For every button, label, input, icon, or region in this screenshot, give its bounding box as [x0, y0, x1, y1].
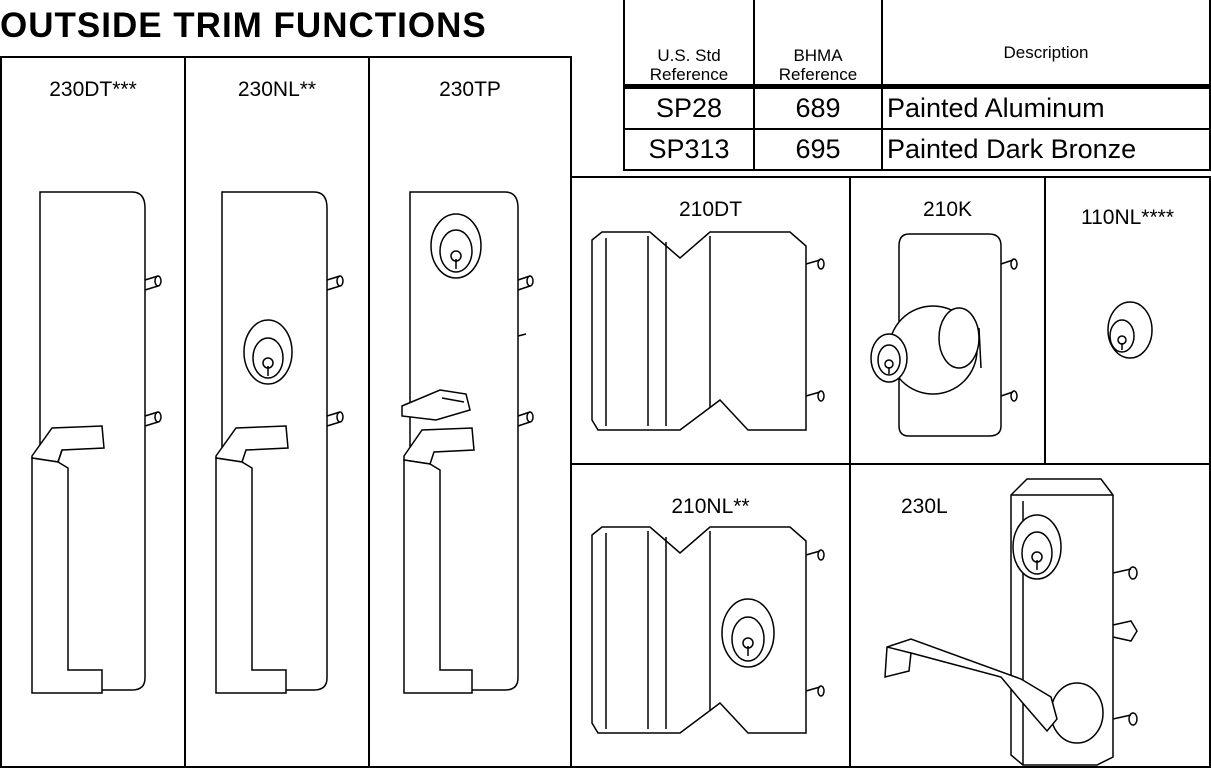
panel-label: 230NL**	[237, 78, 317, 101]
panel-230nl: 230NL**	[184, 56, 370, 768]
panel-110nl: 110NL****	[1044, 176, 1211, 465]
panel-label: 210DT	[678, 198, 743, 221]
description-cell: Painted Aluminum	[881, 85, 1211, 130]
table-row: SP28 689 Painted Aluminum	[623, 85, 1211, 130]
panel-210dt: 210DT	[570, 176, 851, 465]
panel-230dt: 230DT***	[0, 56, 186, 768]
description-header: Description	[881, 0, 1211, 89]
panel-label: 230L	[901, 495, 948, 518]
finish-reference-table: U.S. Std Reference BHMA Reference Descri…	[623, 0, 1211, 171]
cylinder-only-trim-drawing	[1107, 301, 1153, 359]
table-row: SP313 695 Painted Dark Bronze	[623, 128, 1211, 171]
bhma-cell: 695	[753, 128, 883, 171]
panel-210k: 210K	[849, 176, 1046, 465]
thumbpiece-trim-drawing	[401, 191, 534, 694]
us-std-header: U.S. Std Reference	[623, 0, 755, 89]
panel-230l: 230L	[849, 463, 1211, 768]
pull-handle-trim-with-cylinder-drawing	[215, 191, 344, 694]
panel-210nl: 210NL**	[570, 463, 851, 768]
panel-230tp: 230TP	[368, 56, 572, 768]
table-header-row: U.S. Std Reference BHMA Reference Descri…	[623, 0, 1211, 89]
knob-trim-drawing	[870, 233, 1018, 437]
panel-label: 230DT***	[49, 78, 137, 101]
us-std-cell: SP313	[623, 128, 755, 171]
panel-label: 210NL**	[671, 495, 750, 518]
us-std-cell: SP28	[623, 85, 755, 130]
lever-plate-trim-with-cylinder-drawing	[591, 526, 825, 734]
panel-label: 230TP	[439, 78, 501, 101]
bhma-header: BHMA Reference	[753, 0, 883, 89]
description-cell: Painted Dark Bronze	[881, 128, 1211, 171]
panel-label: 110NL****	[1080, 206, 1174, 229]
panel-label: 210K	[922, 198, 973, 221]
bhma-cell: 689	[753, 85, 883, 130]
pull-handle-trim-drawing	[31, 191, 162, 694]
lever-handle-trim-drawing	[884, 478, 1138, 766]
lever-plate-trim-drawing	[591, 231, 825, 431]
page-title: OUTSIDE TRIM FUNCTIONS	[0, 6, 487, 45]
